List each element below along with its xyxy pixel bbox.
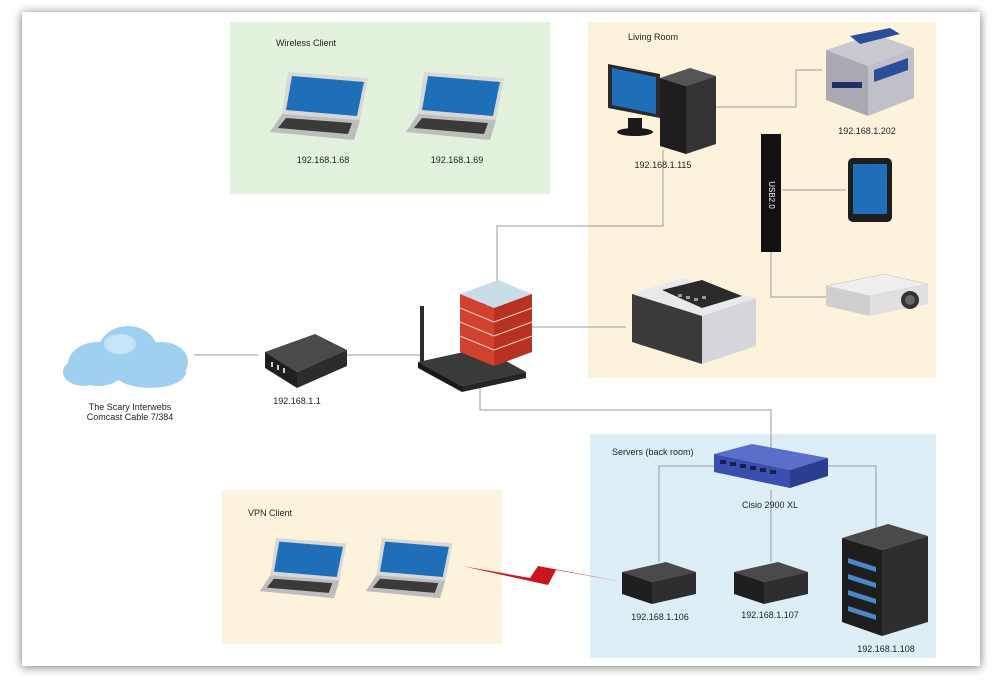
wire-router-switch [479, 388, 772, 450]
server-2-ip: 192.168.1.107 [741, 610, 799, 620]
modem-icon [265, 334, 347, 388]
vpn-lightning-link [462, 566, 624, 585]
server-1-icon [622, 562, 696, 604]
firewall-icon [459, 280, 533, 366]
cloud-label-line2: Comcast Cable 7/384 [86, 412, 174, 422]
server-2-icon [734, 562, 808, 604]
wire-switch-tower [826, 465, 877, 528]
wireless-laptop-1-ip: 192.168.1.68 [296, 155, 350, 165]
desktop-pc-ip: 192.168.1.115 [634, 160, 692, 170]
server-tower-icon [842, 524, 928, 636]
cloud-label-line1: The Scary Interwebs [88, 402, 172, 412]
copier-icon [826, 28, 914, 116]
server-tower-ip: 192.168.1.108 [857, 644, 915, 654]
wire-pc-copier [716, 69, 822, 108]
usb-hub-icon [761, 134, 781, 252]
copier-ip: 192.168.1.202 [838, 126, 896, 136]
wire-hub-projector [770, 252, 826, 298]
zone-vpn-client [222, 490, 502, 644]
vpn-laptop-1-icon [259, 538, 347, 599]
projector-icon [825, 273, 929, 316]
wireless-laptop-1-icon [270, 72, 368, 140]
switch-label: Cisio 2900 XL [741, 500, 799, 510]
usb-hub-label: USB2.0 [767, 181, 776, 209]
cloud-icon [63, 326, 188, 388]
zone-title-vpn: VPN Client [248, 508, 293, 518]
tablet-icon [848, 158, 892, 222]
fax-machine-icon [632, 278, 756, 364]
zone-title-living-room: Living Room [628, 32, 679, 42]
wire-switch-server1 [658, 465, 716, 562]
vpn-laptop-2-icon [365, 538, 453, 599]
wireless-laptop-2-ip: 192.168.1.69 [430, 155, 484, 165]
wireless-laptop-2-icon [406, 72, 504, 140]
server-1-ip: 192.168.1.106 [631, 612, 689, 622]
zone-title-wireless: Wireless Client [276, 38, 337, 48]
modem-ip-label: 192.168.1.1 [273, 396, 321, 406]
zone-title-servers: Servers (back room) [612, 447, 694, 457]
network-switch-icon [714, 444, 828, 488]
wire-firewall-pc [496, 150, 664, 282]
desktop-pc-icon [608, 64, 716, 154]
